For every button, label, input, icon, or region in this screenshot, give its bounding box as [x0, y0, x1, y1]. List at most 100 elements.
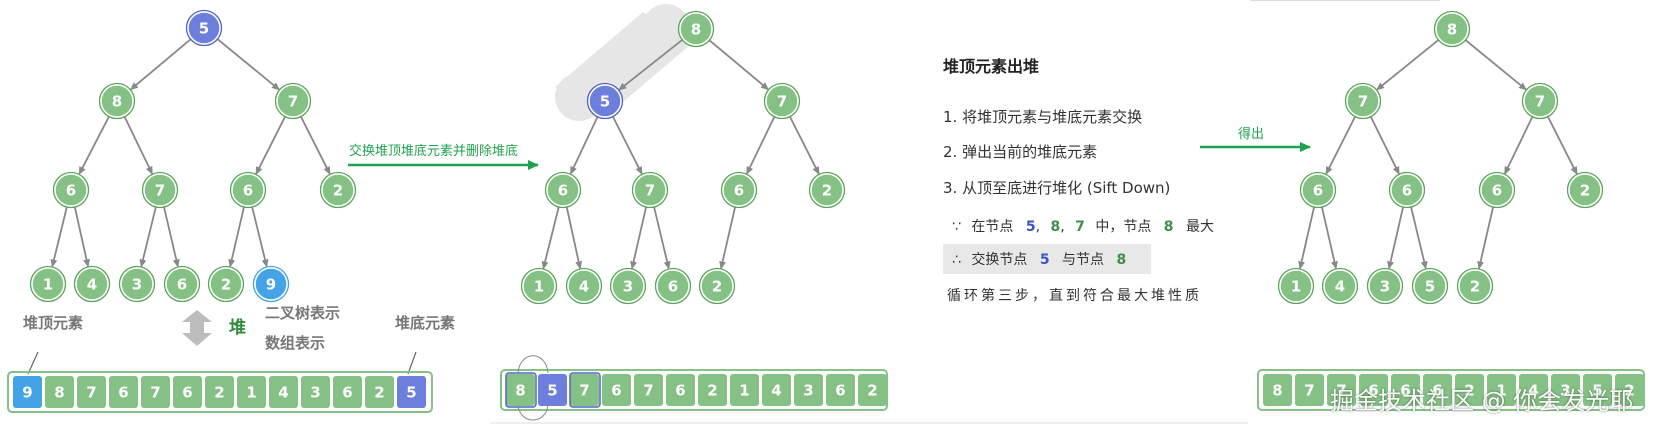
- p2-tree-node: 2: [808, 171, 846, 209]
- p3-tree-edges: [1298, 38, 1578, 270]
- step-1: 1. 将堆顶元素与堆底元素交换: [943, 108, 1142, 126]
- svg-text:2: 2: [867, 382, 877, 400]
- p1-tree-node: 2: [207, 265, 245, 303]
- svg-text:2: 2: [1624, 382, 1634, 400]
- p3-tree-edge: [1387, 205, 1405, 270]
- p2-array-cell: 6: [666, 374, 695, 406]
- svg-text:1: 1: [1496, 382, 1506, 400]
- svg-text:8: 8: [515, 382, 525, 400]
- svg-text:6: 6: [668, 278, 678, 296]
- svg-text:6: 6: [243, 182, 253, 200]
- up-down-arrow-icon: [182, 310, 212, 346]
- svg-text:2: 2: [712, 278, 722, 296]
- p1-tree-edge: [255, 114, 287, 175]
- p2-tree-edge: [569, 115, 599, 175]
- p1-tree-edge: [73, 205, 90, 268]
- svg-text:5: 5: [547, 382, 557, 400]
- svg-text:6: 6: [66, 182, 76, 200]
- svg-text:6: 6: [1400, 382, 1410, 400]
- svg-text:6: 6: [1402, 182, 1412, 200]
- p2-array-cell: 5: [538, 374, 567, 406]
- p3-array-cell: 7: [1327, 374, 1356, 406]
- swap-arc-top: [517, 355, 549, 374]
- svg-text:5: 5: [600, 93, 610, 111]
- p2-array-cell: 3: [794, 374, 823, 406]
- svg-text:2: 2: [822, 182, 832, 200]
- p3-tree-edge: [1546, 114, 1578, 175]
- step-3: 3. 从顶至底进行堆化 (Sift Down): [943, 179, 1170, 197]
- p1-array-cell: 2: [365, 376, 394, 408]
- p1-array-cell: 1: [237, 376, 266, 408]
- p2-tree-edge: [746, 115, 776, 175]
- heap-label: 堆: [229, 317, 246, 338]
- p1-tree-node: 7: [141, 171, 179, 209]
- p1-tree-node: 8: [98, 82, 136, 120]
- svg-text:1: 1: [246, 384, 256, 402]
- p3-array-cell: 3: [1551, 374, 1580, 406]
- p1-tree-edge: [228, 205, 246, 268]
- svg-text:5: 5: [199, 20, 209, 38]
- p2-array-cell: 2: [698, 374, 727, 406]
- p2-tree-edge: [611, 114, 643, 175]
- svg-text:1: 1: [43, 276, 53, 294]
- heap-top-label: 堆顶元素: [23, 314, 83, 332]
- svg-text:8: 8: [54, 384, 64, 402]
- p1-tree-edge: [130, 37, 193, 91]
- p3-tree-node: 6: [1299, 171, 1337, 209]
- p2-array-cell: 8: [506, 374, 535, 406]
- p1-array-cell: 8: [45, 376, 74, 408]
- svg-text:7: 7: [645, 182, 655, 200]
- svg-text:5: 5: [406, 384, 416, 402]
- p1-tree-node: 1: [29, 265, 67, 303]
- p1-tree-edge: [299, 114, 331, 175]
- p3-tree-node: 8: [1433, 10, 1471, 48]
- svg-text:2: 2: [707, 382, 717, 400]
- p3-array-cell: 8: [1263, 374, 1292, 406]
- p2-tree-node: 6: [720, 171, 758, 209]
- svg-text:7: 7: [288, 93, 298, 111]
- svg-text:9: 9: [266, 276, 276, 294]
- svg-text:6: 6: [342, 384, 352, 402]
- svg-text:2: 2: [1464, 382, 1474, 400]
- svg-text:4: 4: [1528, 382, 1538, 400]
- svg-text:4: 4: [1335, 278, 1345, 296]
- p1-tree-edge: [162, 205, 180, 268]
- p3-tree-node: 5: [1411, 267, 1449, 305]
- p3-array-cell: 5: [1583, 374, 1612, 406]
- svg-text:6: 6: [118, 384, 128, 402]
- therefore-line: ∴ 交换节点 5 与节点 8: [952, 251, 1126, 268]
- p2-array-cell: 6: [602, 374, 631, 406]
- p1-array-cell: 3: [301, 376, 330, 408]
- svg-text:7: 7: [579, 382, 589, 400]
- svg-text:2: 2: [333, 182, 343, 200]
- p2-tree-node: 5: [586, 82, 624, 120]
- p1-tree-edges: [50, 37, 331, 268]
- svg-text:7: 7: [1358, 93, 1368, 111]
- svg-text:7: 7: [1304, 382, 1314, 400]
- svg-text:3: 3: [1560, 382, 1570, 400]
- array-repr-label: 数组表示: [265, 334, 325, 352]
- p2-swap-outline-a: [505, 372, 537, 408]
- p1-tree-node: 7: [274, 82, 312, 120]
- p3-array-cell: 6: [1423, 374, 1452, 406]
- p1-tree-node: 6: [229, 171, 267, 209]
- transition-arrow-1-label: 交换堆顶堆底元素并删除堆底: [349, 143, 518, 159]
- p3-array-cell: 4: [1519, 374, 1548, 406]
- p3-tree-edge: [1369, 114, 1400, 175]
- svg-text:2: 2: [1470, 278, 1480, 296]
- svg-text:6: 6: [1368, 382, 1378, 400]
- p2-tree-node: 2: [698, 267, 736, 305]
- loop-note: 循环第三步，直到符合最大堆性质: [947, 287, 1202, 304]
- step-2: 2. 弹出当前的堆底元素: [943, 143, 1097, 161]
- pointer-bottom-line: [407, 351, 417, 375]
- p3-tree-node: 6: [1478, 171, 1516, 209]
- p2-tree-edge: [652, 205, 671, 270]
- p2-tree-node: 1: [520, 267, 558, 305]
- watermark: 掘金技术社区 @ 你会发光耶: [1330, 387, 1634, 415]
- p3-tree-edge: [1409, 205, 1428, 270]
- p3-tree-node: 7: [1521, 82, 1559, 120]
